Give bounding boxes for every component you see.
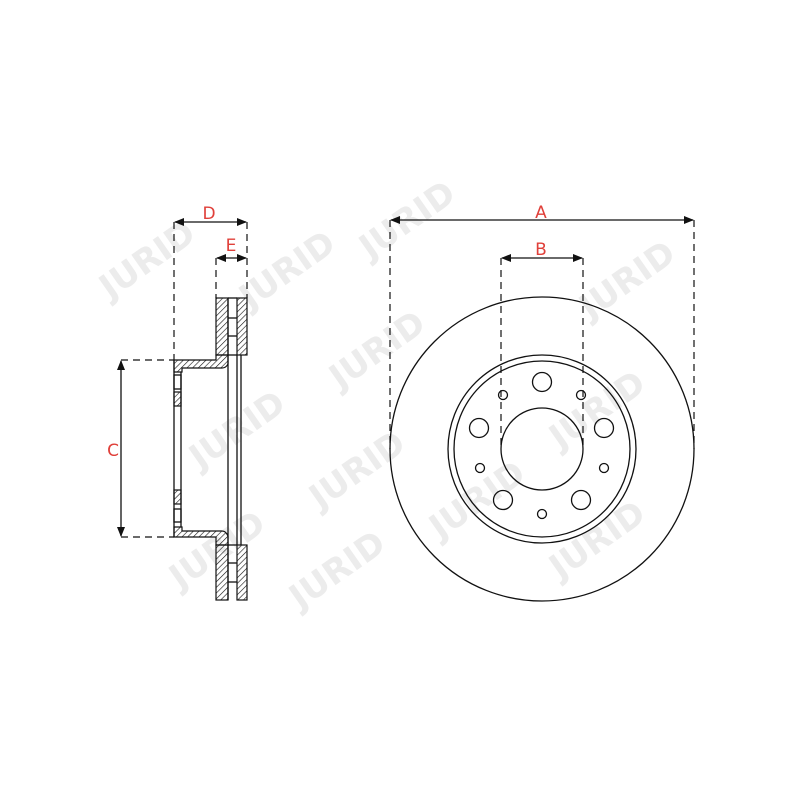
watermark: JURID: [421, 453, 533, 548]
dimension-b-label: B: [535, 240, 547, 260]
watermark: JURID: [301, 423, 413, 518]
dimension-a-label: A: [535, 203, 547, 223]
front-view: A B: [389, 203, 695, 602]
hat-bottom: [173, 526, 229, 546]
watermark: JURID: [571, 233, 683, 328]
watermark: JURID: [281, 523, 393, 618]
side-view: D E C: [107, 204, 248, 601]
small-holes: [474, 389, 610, 520]
plate-left-bottom: [215, 544, 229, 601]
plate-right-top: [236, 297, 248, 356]
dimension-e-label: E: [226, 236, 237, 256]
center-bore: [500, 407, 584, 491]
hat-web-bottom: [173, 489, 182, 505]
hat-web-top: [173, 391, 182, 407]
watermark: JURID: [541, 493, 653, 588]
watermark: JURID: [91, 213, 203, 308]
hat-top: [173, 354, 229, 373]
hat-inner-ring: [453, 360, 631, 538]
plate-left-top: [215, 297, 229, 356]
hat-outer-ring: [447, 354, 637, 544]
dimension-d-label: D: [202, 204, 215, 224]
plate-right-bottom: [236, 544, 248, 601]
watermark: JURID: [321, 303, 433, 398]
watermark: JURID: [351, 173, 463, 268]
vanes: [227, 297, 242, 600]
bolt-holes: [468, 371, 615, 511]
dimension-c-label: C: [107, 441, 119, 461]
